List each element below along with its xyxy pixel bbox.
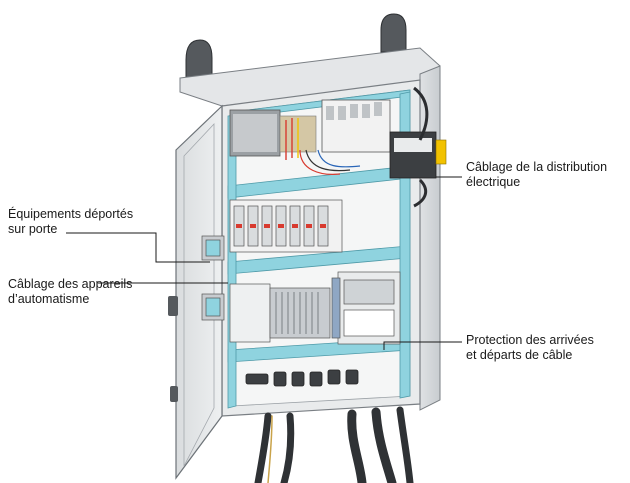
automation-devices: [229, 271, 401, 345]
door-mounted-devices: [201, 235, 225, 321]
top-lifting-handles: [185, 13, 407, 83]
label-line: et départs de câble: [466, 348, 573, 362]
label-line: sur porte: [8, 222, 58, 236]
label-automation-wiring: Câblage des appareils d’automatisme: [8, 277, 132, 307]
label-line: Équipements déportés: [8, 207, 134, 221]
incoming-cables: [254, 406, 414, 483]
label-line: d’automatisme: [8, 292, 90, 306]
cabinet-right-side: [419, 65, 441, 411]
label-cable-protection: Protection des arrivées et départs de câ…: [466, 333, 594, 363]
label-line: Protection des arrivées: [466, 333, 594, 347]
cabinet-door: [175, 104, 223, 480]
internal-wiring: [299, 86, 429, 208]
door-hinges: [168, 296, 178, 402]
label-distribution-wiring: Câblage de la distribution électrique: [466, 160, 607, 190]
label-line: électrique: [466, 175, 521, 189]
label-remote-door-equipment: Équipements déportés sur porte: [8, 207, 133, 237]
top-row-devices: [229, 99, 447, 179]
leader-lines: [66, 176, 462, 350]
cable-glands: [245, 369, 359, 387]
door-inner-edge: [183, 122, 215, 467]
label-line: Câblage des appareils: [8, 277, 133, 291]
label-line: Câblage de la distribution: [466, 160, 608, 174]
modular-breakers: [229, 199, 343, 253]
